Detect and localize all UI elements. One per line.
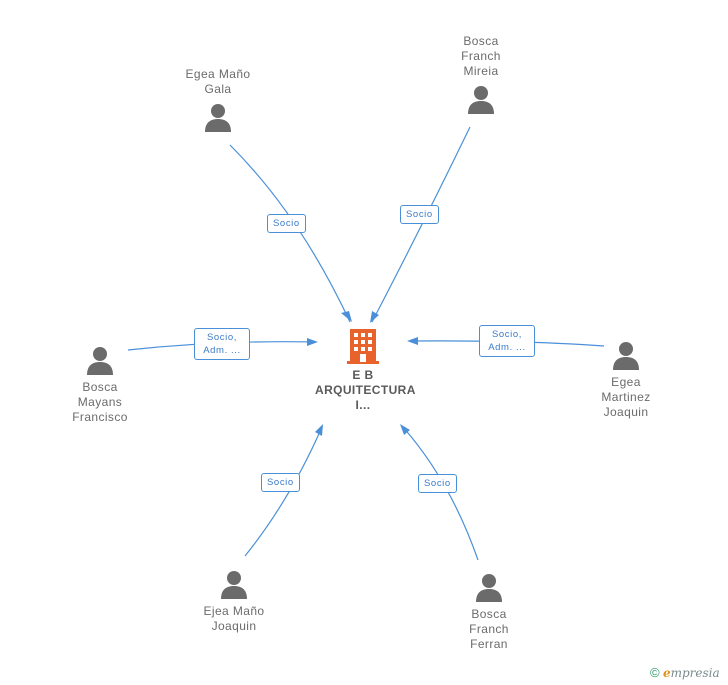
arrowhead-icon [341,311,352,322]
role-label[interactable]: Socio [261,473,300,492]
role-label[interactable]: Socio, Adm. ... [479,325,535,357]
person-name[interactable]: Bosca Franch Mireia [461,34,501,78]
role-label[interactable]: Socio [400,205,439,224]
arrowhead-icon [400,424,410,435]
edge-ejea-mano-joaquin [244,426,323,557]
company-node[interactable]: E B ARQUITECTURA I... [303,328,423,413]
role-label[interactable]: Socio [267,214,306,233]
person-icon [476,574,502,602]
person-icon [468,86,494,114]
person-name[interactable]: Bosca Mayans Francisco [72,380,128,424]
person-name[interactable]: Egea Martinez Joaquin [601,375,651,419]
person-node[interactable]: Egea Maño Gala [158,67,278,132]
edge-bosca-franch-ferran [401,425,479,561]
person-icon [613,342,639,370]
person-node[interactable]: Bosca Franch Ferran [429,572,549,652]
edge-egea-mano-gala [229,144,351,323]
company-name[interactable]: E B ARQUITECTURA I... [315,368,416,412]
person-name[interactable]: Ejea Maño Joaquin [203,604,265,633]
arrowhead-icon [307,338,318,346]
person-name[interactable]: Egea Maño Gala [185,67,251,96]
footer-brand[interactable]: © empresia [650,665,720,680]
role-label[interactable]: Socio, Adm. ... [194,328,250,360]
edge-bosca-franch-mireia [371,126,471,323]
brand-name: mpresia [670,666,720,680]
copyright-icon: © [650,665,660,680]
person-node[interactable]: Bosca Mayans Francisco [40,345,160,425]
person-name[interactable]: Bosca Franch Ferran [469,607,509,651]
role-label[interactable]: Socio [418,474,457,493]
person-node[interactable]: Egea Martinez Joaquin [566,340,686,420]
person-icon [205,104,231,132]
arrowhead-icon [370,311,379,323]
brand-initial: e [662,666,671,680]
building-icon [347,329,379,364]
arrowhead-icon [315,424,323,436]
person-icon [87,347,113,375]
arrowhead-icon [407,337,418,345]
person-node[interactable]: Bosca Franch Mireia [421,34,541,114]
person-icon [221,571,247,599]
person-node[interactable]: Ejea Maño Joaquin [174,569,294,634]
